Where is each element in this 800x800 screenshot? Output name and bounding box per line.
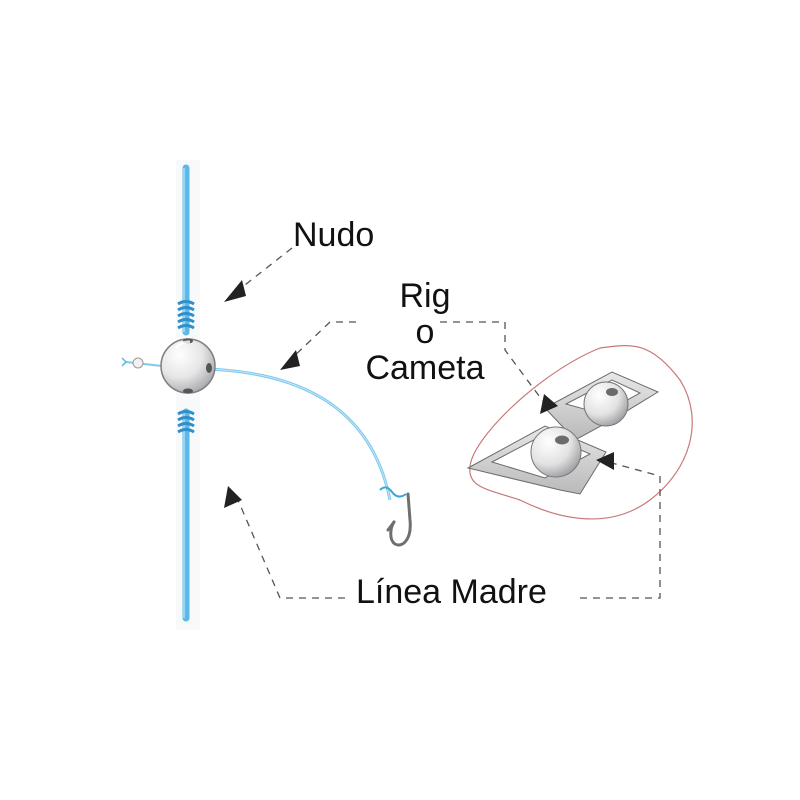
dashed-leaders — [235, 247, 661, 599]
line-shadow — [176, 160, 200, 630]
label-linea-madre: Línea Madre — [356, 573, 547, 611]
arrow-linea-left-icon — [224, 486, 242, 508]
arrow-nudo-icon — [224, 280, 246, 302]
left-tag-line — [121, 357, 163, 369]
arrow-rig-ball-icon — [280, 350, 300, 370]
label-rig-line1: Rig — [399, 277, 451, 315]
knot-lower-icon — [177, 410, 195, 434]
knot-upper-icon — [177, 300, 195, 330]
leader-line — [205, 367, 407, 501]
label-nudo: Nudo — [293, 216, 375, 254]
main-line — [182, 164, 190, 622]
swivel-ball-icon — [160, 338, 216, 394]
arrowheads — [224, 280, 614, 508]
fish-hook-icon — [386, 492, 412, 547]
arrow-linea-right-icon — [596, 452, 614, 470]
double-bead-clip-icon — [466, 345, 693, 520]
label-rig-o-cameta: Rig o Cameta — [360, 278, 490, 386]
arrow-rig-inset-icon — [540, 394, 558, 414]
label-rig-line2: o — [415, 313, 435, 351]
label-rig-line3: Cameta — [365, 349, 485, 387]
